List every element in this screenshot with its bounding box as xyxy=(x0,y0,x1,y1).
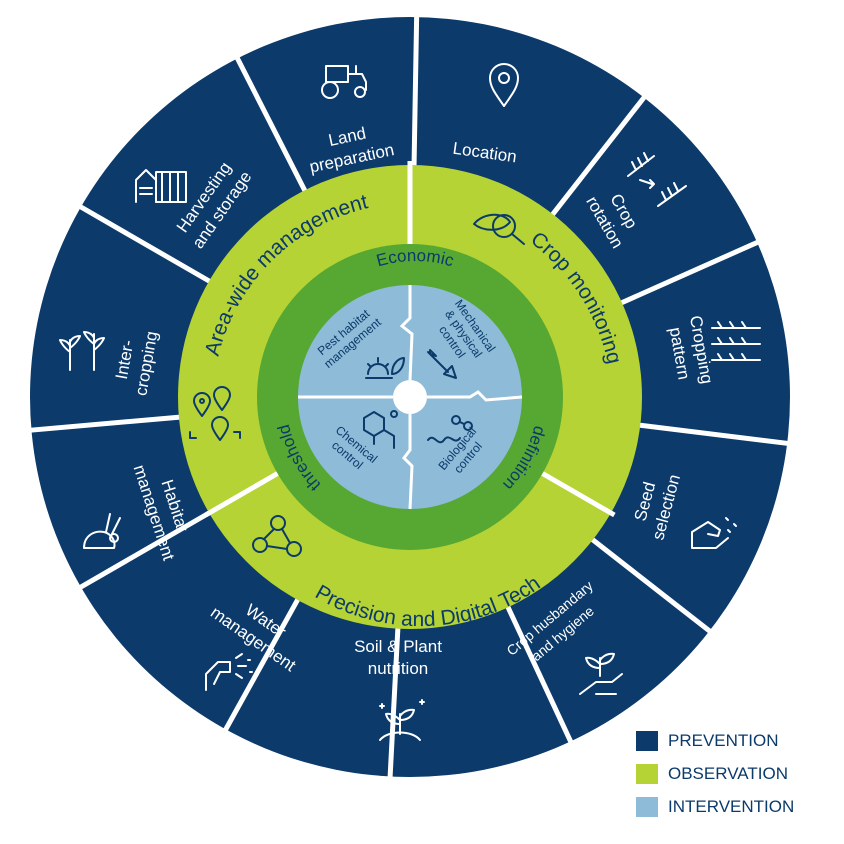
legend-item-observation: OBSERVATION xyxy=(636,757,794,790)
legend-label: INTERVENTION xyxy=(668,796,795,816)
ring-divider-line xyxy=(204,469,282,518)
ring-divider-line xyxy=(387,624,401,782)
tractor-icon xyxy=(321,65,367,99)
legend-label: PREVENTION xyxy=(668,730,779,750)
ring-divider-line xyxy=(504,602,575,747)
shovel-icon xyxy=(427,349,457,379)
legend: PREVENTION OBSERVATION INTERVENTION xyxy=(636,724,794,823)
plants-icon xyxy=(59,331,105,371)
rabbit-icon xyxy=(83,513,121,549)
ring-divider-line xyxy=(26,414,184,434)
legend-swatch xyxy=(636,796,658,817)
magnifier-leaf-icon xyxy=(473,213,525,245)
legend-swatch xyxy=(636,730,658,751)
outer-segment-soil-plant-nutrition: Soil & Plant nutrition xyxy=(354,637,442,678)
hand-seed-icon xyxy=(691,517,737,549)
ring-divider-line xyxy=(75,508,214,592)
intervention-dividers xyxy=(298,285,523,510)
map-pin-icon xyxy=(489,63,519,107)
ring-divider-line xyxy=(538,469,616,518)
ring-divider-line xyxy=(232,52,309,195)
observation-ring-dividers xyxy=(204,161,616,518)
storage-barn-icon xyxy=(135,169,187,203)
center-hub xyxy=(393,380,427,414)
location-pins-icon xyxy=(189,386,241,441)
wheat-rotation-icon xyxy=(627,152,687,207)
molecule-icon xyxy=(363,410,398,449)
segment-label-line: nutrition xyxy=(368,659,428,678)
ring-divider-line xyxy=(617,238,763,307)
ring-divider-line xyxy=(75,202,214,286)
outer-ring-dividers xyxy=(26,12,793,782)
legend-label: OBSERVATION xyxy=(668,763,788,783)
legend-item-prevention: PREVENTION xyxy=(636,724,794,757)
ring-divider-line xyxy=(548,92,649,219)
ring-divider-line xyxy=(411,12,420,170)
sun-leaf-icon xyxy=(365,357,405,379)
worm-molecule-icon xyxy=(427,415,473,444)
legend-item-intervention: INTERVENTION xyxy=(636,790,794,823)
segment-label-line: Soil & Plant xyxy=(354,637,442,656)
wheat-rows-icon xyxy=(711,321,761,361)
network-nodes-icon xyxy=(252,515,302,557)
sprout-sparkle-icon xyxy=(379,699,425,741)
ring-divider-line xyxy=(221,595,302,735)
ring-divider-line xyxy=(635,422,793,447)
hand-sprout-icon xyxy=(579,652,623,695)
ring-divider-line xyxy=(588,535,715,636)
water-spray-icon xyxy=(205,653,253,691)
legend-swatch xyxy=(636,763,658,784)
